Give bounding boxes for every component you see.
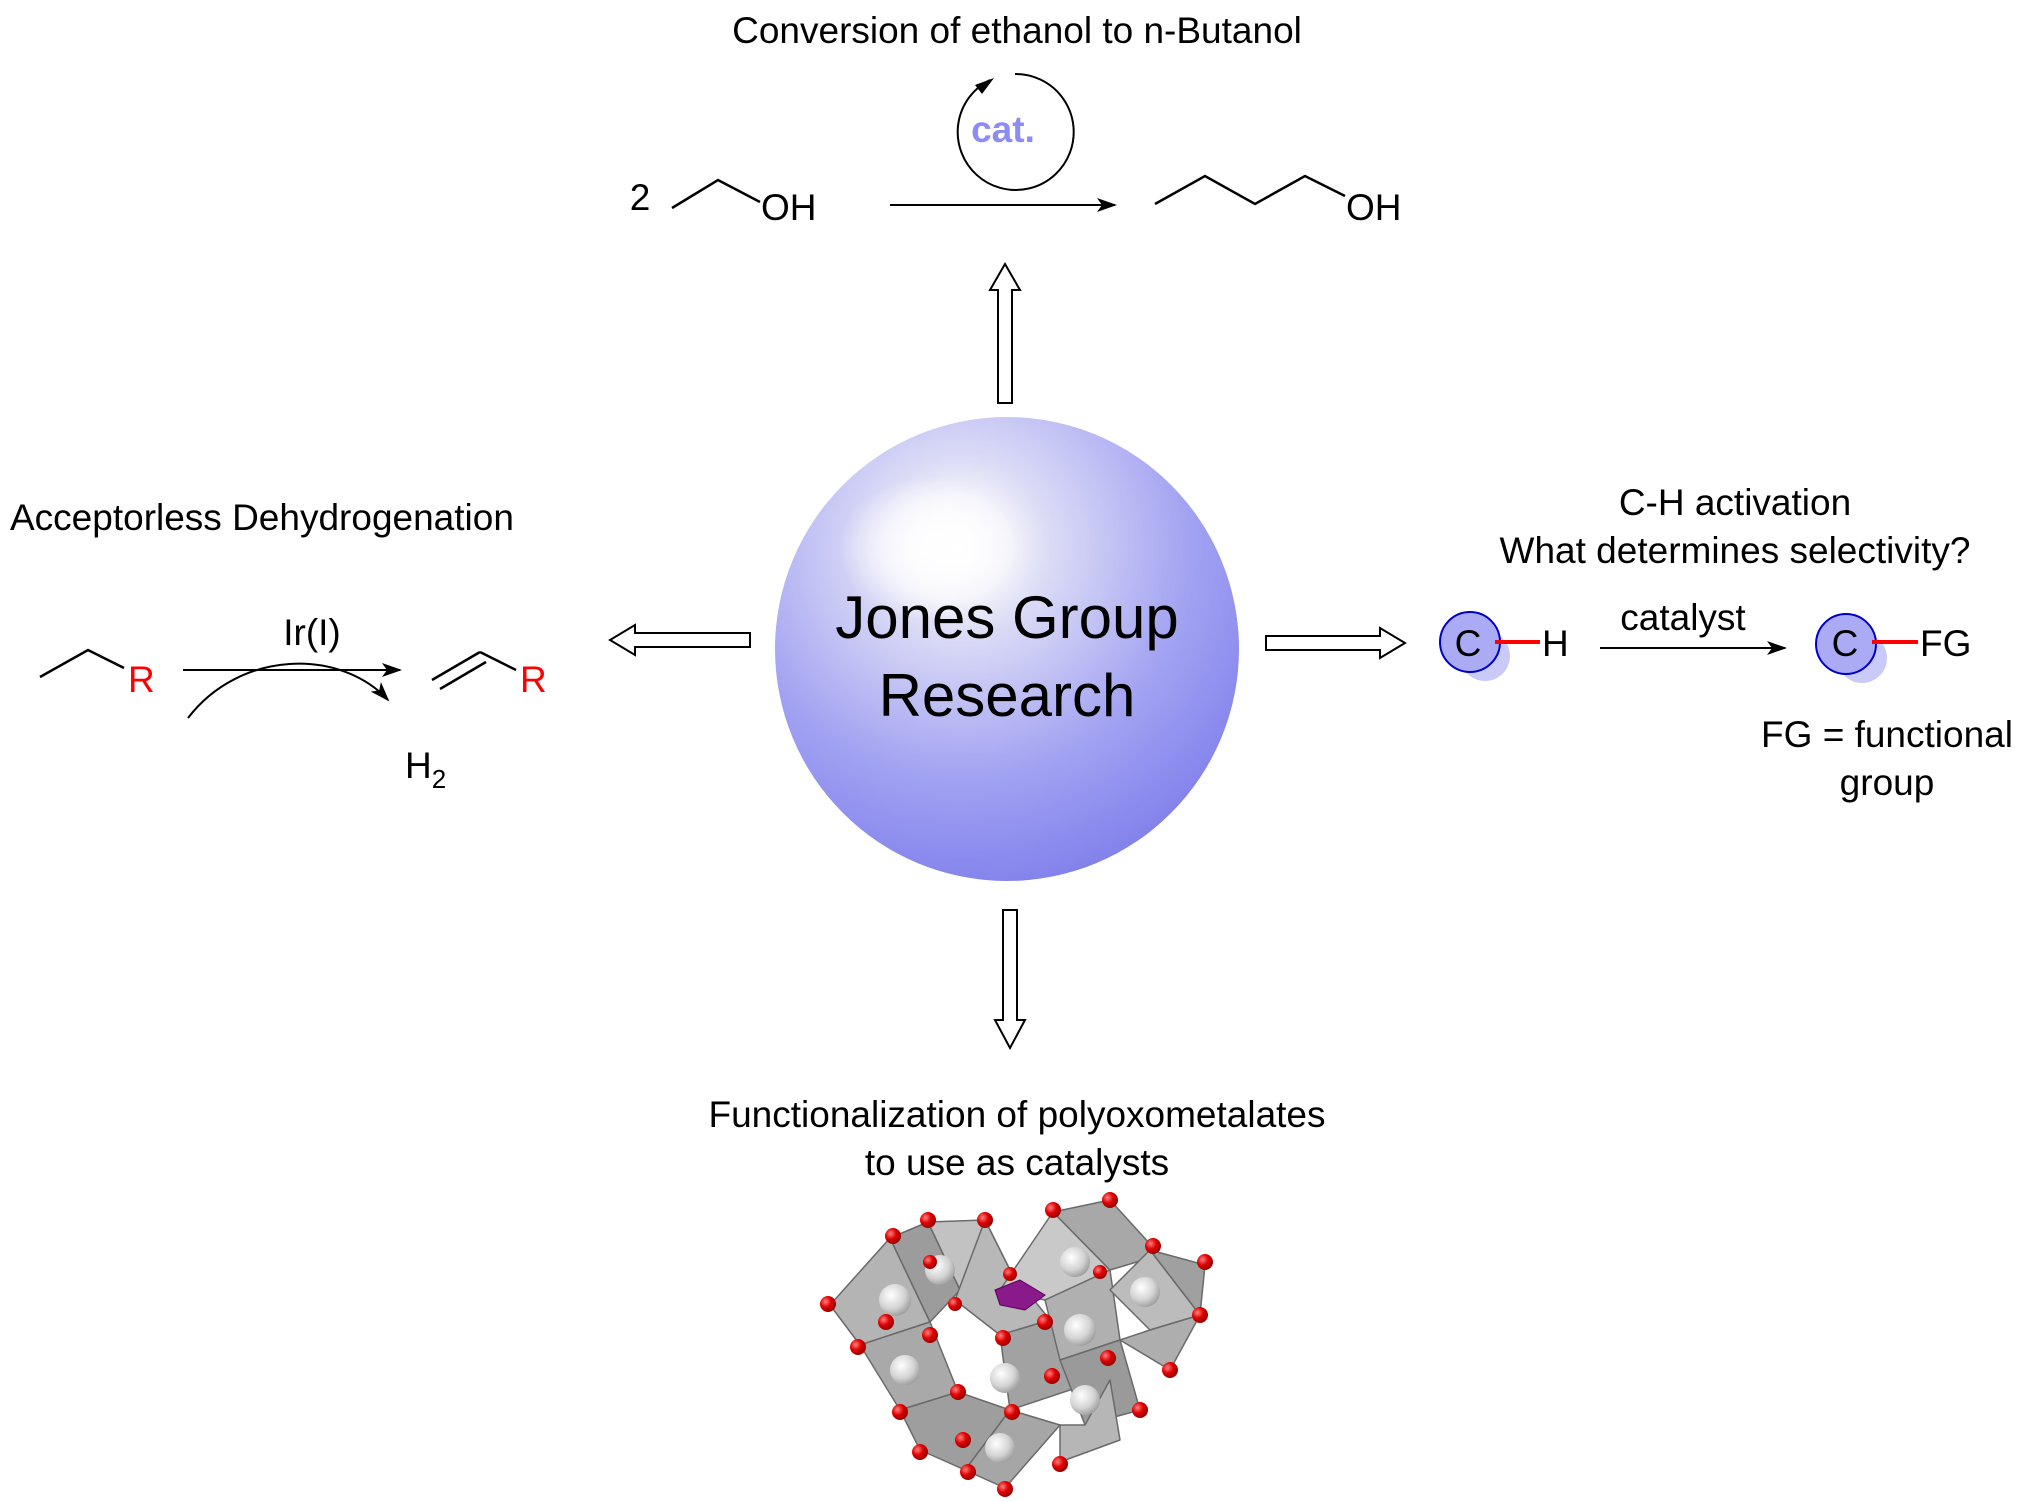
catalyst-label: cat.: [971, 109, 1035, 150]
alkene-skeleton: [431, 650, 517, 691]
ethanol-conversion-section: Conversion of ethanol to n-Butanol 2 OH …: [630, 10, 1402, 228]
cfg-bond-product: C FG: [1815, 613, 1971, 683]
ethanol-skeleton: [671, 178, 761, 210]
ch-activation-title-line2: What determines selectivity?: [1500, 530, 1971, 571]
butanol-hydroxyl-label: OH: [1346, 187, 1402, 228]
ethanol-section-title: Conversion of ethanol to n-Butanol: [732, 10, 1302, 51]
butanol-skeleton: [1154, 174, 1346, 206]
hydrogen-byproduct-label: H2: [405, 745, 446, 794]
polyoxometalate-structure: [820, 1192, 1213, 1497]
right-open-arrow: [1265, 626, 1407, 660]
stoichiometric-coefficient: 2: [630, 177, 651, 218]
catalytic-cycle: cat.: [956, 72, 1075, 191]
fg-legend-line1: FG = functional: [1761, 714, 2013, 755]
ch-activation-title-line1: C-H activation: [1619, 482, 1851, 523]
dehydrogenation-section-title: Acceptorless Dehydrogenation: [10, 497, 514, 538]
functional-group-label: FG: [1920, 623, 1971, 664]
left-open-arrow: [608, 623, 751, 657]
alkane-substituent-label: R: [128, 659, 155, 700]
hydrogen-atom-label: H: [1542, 623, 1569, 664]
ch-activation-section: C-H activation What determines selectivi…: [1439, 482, 2013, 803]
catalyst-reagent-label: catalyst: [1620, 597, 1746, 638]
ch-bond-reactant: C H: [1439, 611, 1569, 681]
polyoxometalate-title-line1: Functionalization of polyoxometalates: [708, 1094, 1325, 1135]
ethanol-hydroxyl-label: OH: [761, 187, 817, 228]
alkane-skeleton: [39, 648, 125, 679]
up-open-arrow: [988, 261, 1022, 404]
center-title-line2: Research: [879, 662, 1136, 729]
center-title-line1: Jones Group: [835, 584, 1179, 651]
iridium-catalyst-label: Ir(I): [283, 612, 341, 653]
center-sphere: Jones Group Research: [775, 417, 1239, 881]
product-carbon-atom-label: C: [1832, 623, 1859, 664]
polyoxometalate-section: Functionalization of polyoxometalates to…: [708, 1094, 1326, 1497]
fg-legend-line2: group: [1840, 762, 1935, 803]
heteroatom-center: [994, 1279, 1046, 1311]
alkene-substituent-label: R: [520, 659, 547, 700]
dehydrogenation-section: Acceptorless Dehydrogenation R Ir(I) H2 …: [10, 497, 547, 794]
hydrogen-release-arrow: [187, 662, 390, 719]
polyoxometalate-title-line2: to use as catalysts: [865, 1142, 1169, 1183]
down-open-arrow: [993, 909, 1027, 1051]
carbon-atom-label: C: [1455, 623, 1482, 664]
